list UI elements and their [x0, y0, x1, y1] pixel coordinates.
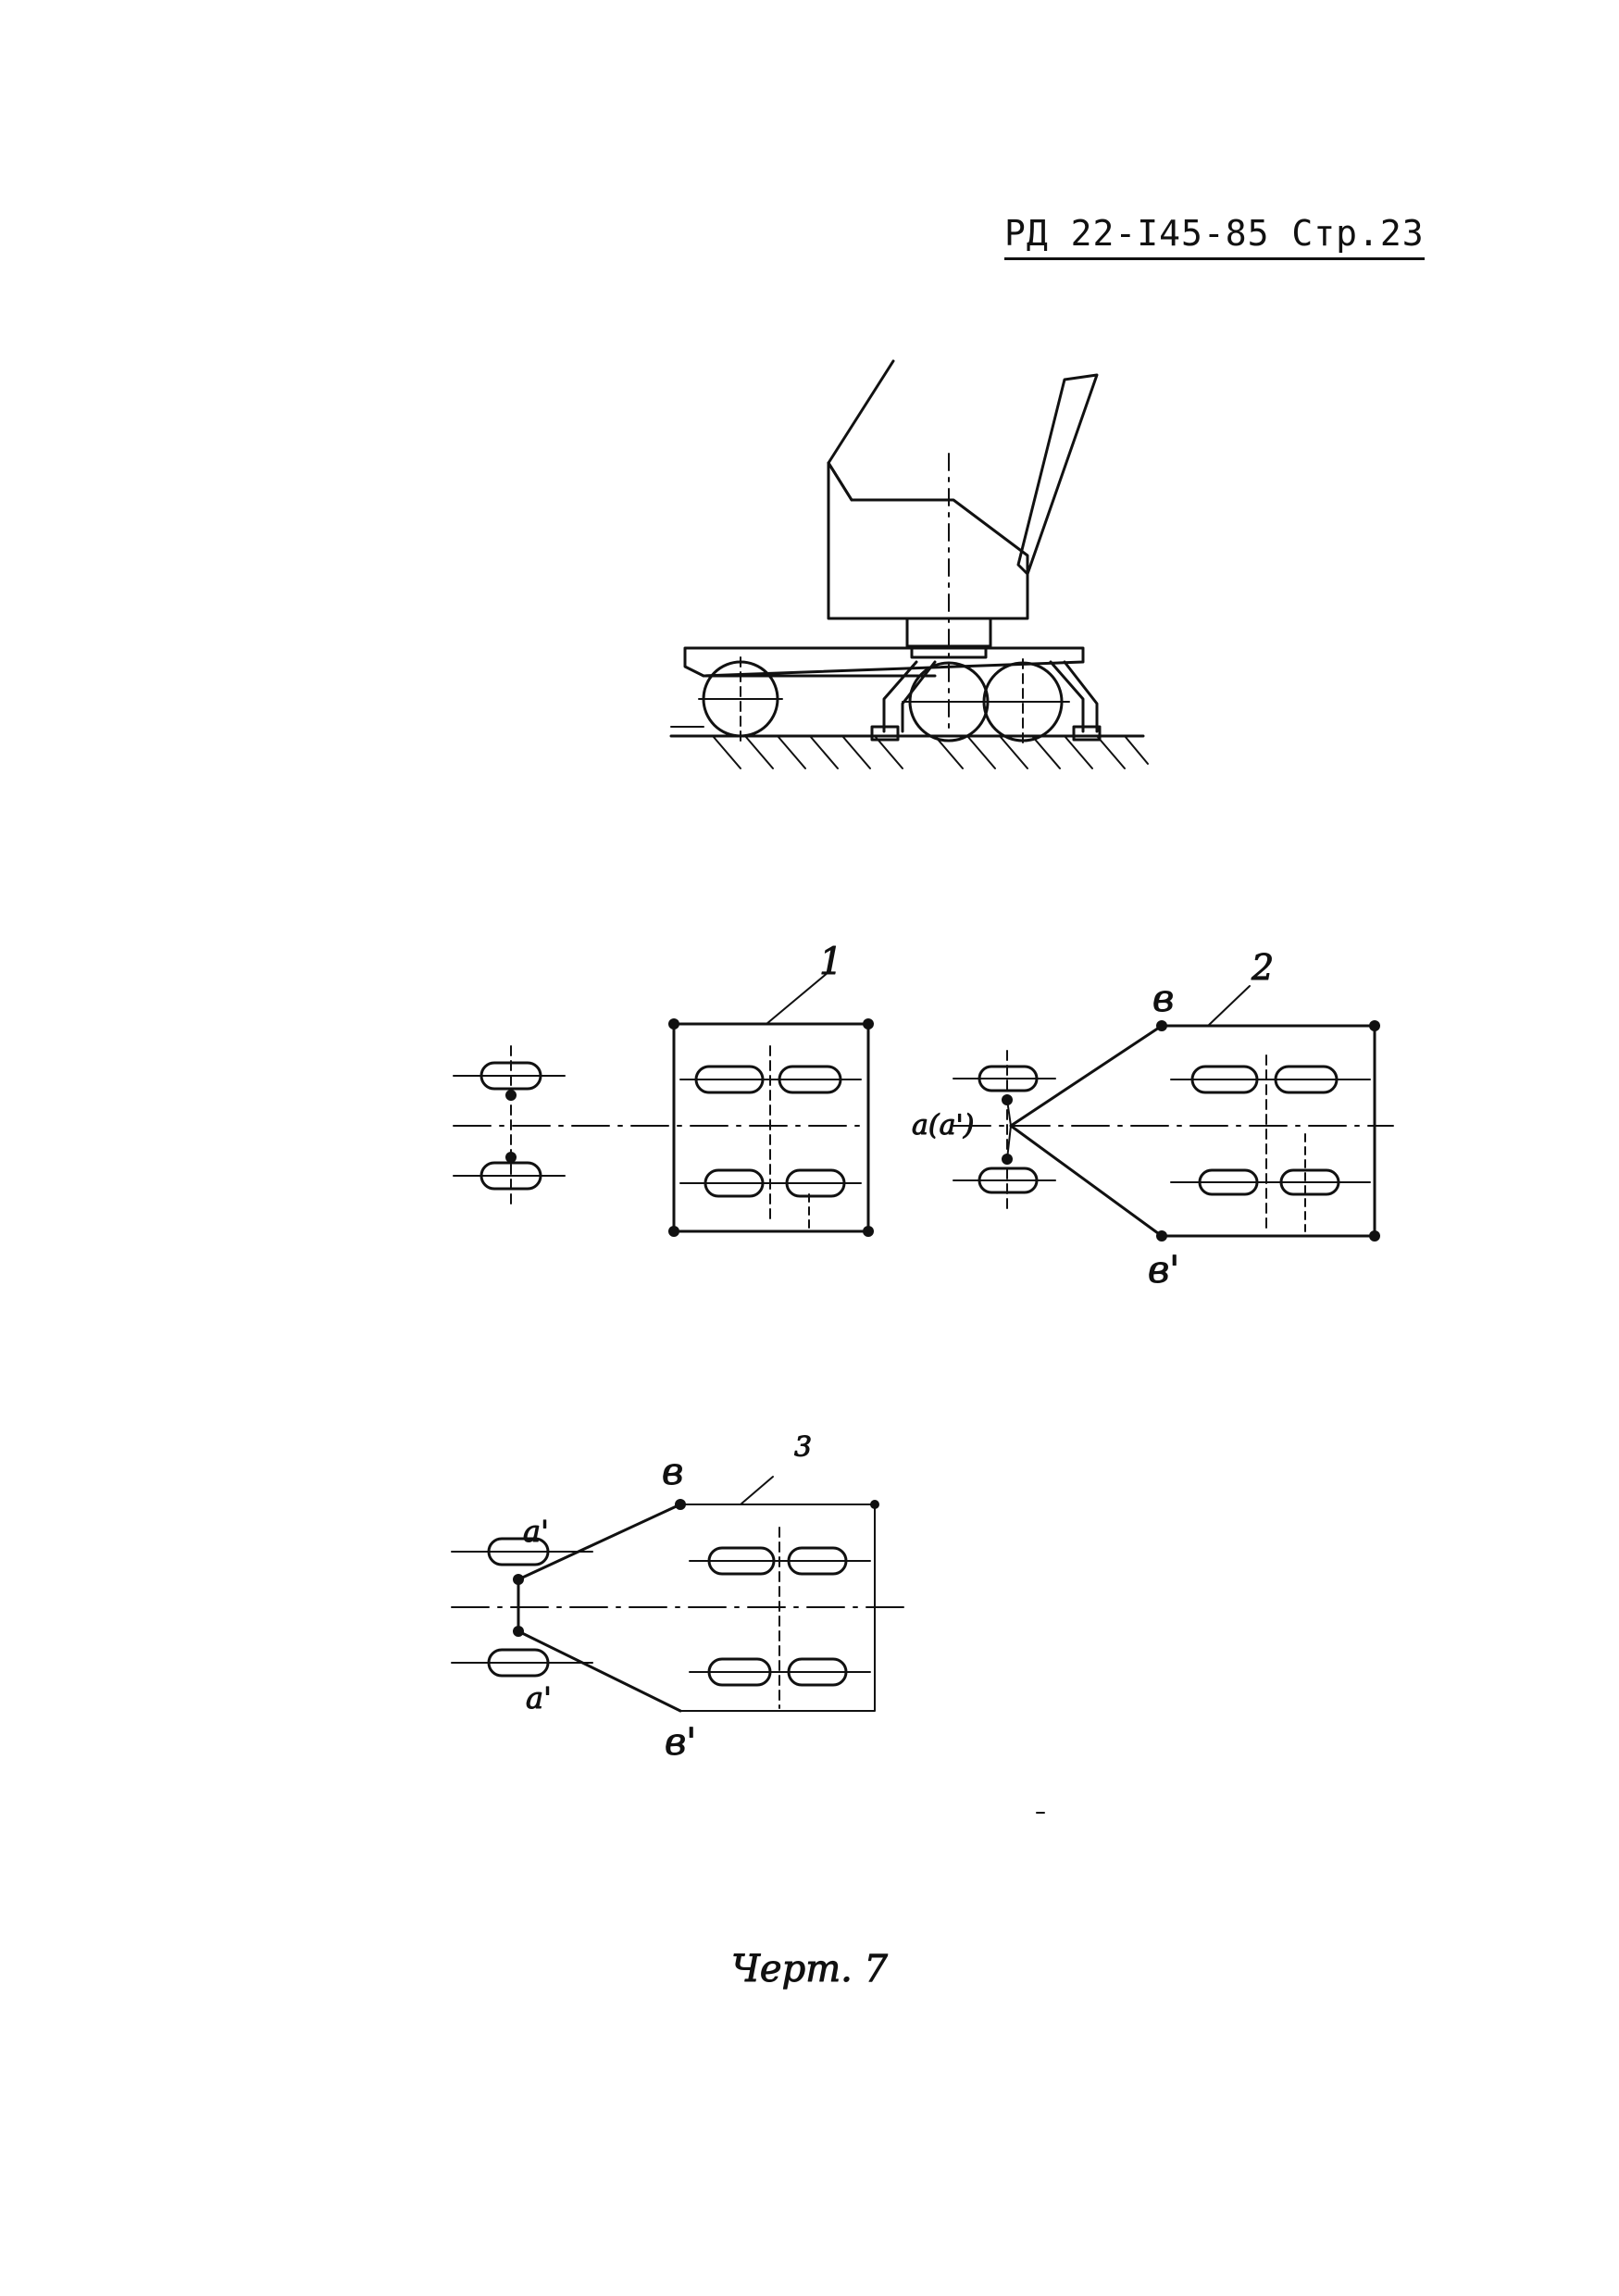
label-a-top-3: a' [523, 1514, 549, 1549]
plan-view-3 [451, 1476, 913, 1713]
label-b-bottom-3: в' [665, 1721, 696, 1764]
label-a-bottom-3: a' [526, 1680, 552, 1716]
label-3: 3 [794, 1431, 812, 1464]
label-a-2: a(a') [912, 1109, 974, 1142]
plan-view-1 [453, 971, 874, 1237]
label-b-top-2: в [1152, 978, 1174, 1020]
document-header: РД 22-I45-85 Стр.23 [1004, 213, 1425, 260]
label-b-bottom-2: в' [1148, 1249, 1179, 1292]
label-2: 2 [1251, 947, 1274, 988]
ground-hatching [712, 735, 1149, 769]
label-1: 1 [819, 941, 842, 983]
label-b-top-3: в [662, 1451, 683, 1493]
crane-side-view [669, 359, 1145, 746]
figure-caption: Черт. 7 [731, 1948, 889, 1990]
plan-view-2 [953, 985, 1394, 1242]
